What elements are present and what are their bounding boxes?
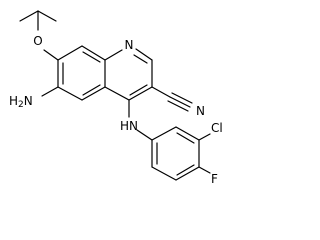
benzo-ring <box>41 45 106 101</box>
bond-c7-c8 <box>57 45 83 61</box>
bond-c4p-f <box>198 166 211 174</box>
bond-o-c7 <box>43 49 59 61</box>
bond-c3-c4-inner <box>129 84 148 96</box>
bond-c2p-c3p-inner <box>176 132 195 144</box>
atom-label-fluorine: F <box>211 172 218 186</box>
bond-c4p-c5p <box>175 166 200 181</box>
phenyl-ring <box>151 126 211 181</box>
atom-label-chlorine: Cl <box>211 121 223 135</box>
bond-n1-c2 <box>135 48 153 61</box>
atom-label-ring-nitrogen: N <box>125 38 134 52</box>
bond-nh-c1p <box>136 129 153 141</box>
bond-c8-c8a <box>81 45 106 61</box>
bond-triple-3 <box>167 100 189 112</box>
bond-c4p-c5p-inner <box>176 164 195 176</box>
atom-label-ether-oxygen: O <box>33 34 42 48</box>
pyridine-ring <box>104 48 153 101</box>
bond-c1p-c2p <box>151 126 177 141</box>
bond-methyl-b <box>37 10 57 22</box>
bond-c4a-c5-inner <box>82 84 101 96</box>
anilino-linker <box>128 99 153 141</box>
bond-methyl-a <box>19 10 39 22</box>
bond-c6-nh2 <box>41 86 59 97</box>
amine-nitrogen-label: N <box>24 94 33 108</box>
bond-c5p-c6p <box>151 166 177 181</box>
nitrile-group <box>151 86 193 112</box>
bond-n1-c2-inner <box>133 54 148 64</box>
amine-hydrogen-label: H <box>9 94 18 108</box>
atom-label-amine: H2N <box>9 94 33 110</box>
atom-labels: N O H2N HN N Cl F <box>9 34 223 186</box>
bond-c8-c8a-inner <box>82 51 101 63</box>
bond-c4-c4a <box>104 86 130 101</box>
bond-c3-cn <box>151 86 171 98</box>
bond-triple-2 <box>171 92 193 104</box>
molecule-structure: N O H2N HN N Cl F <box>9 10 223 186</box>
nh-nitrogen-label: N <box>129 119 138 133</box>
bond-c2p-c3p <box>175 126 200 141</box>
nh-hydrogen-label: H <box>120 119 129 133</box>
atom-label-nh: HN <box>120 119 138 133</box>
bond-c5-c6 <box>57 86 83 101</box>
bond-c4a-c5 <box>81 86 106 101</box>
bond-c3-c4 <box>128 86 153 101</box>
amine-hydrogen-count: 2 <box>18 100 24 110</box>
bond-triple-1 <box>169 96 191 108</box>
bond-c8a-n1 <box>104 49 123 61</box>
isopropoxy-group <box>19 10 59 61</box>
bond-c3p-cl <box>198 133 211 141</box>
atom-label-nitrile-nitrogen: N <box>196 104 205 118</box>
